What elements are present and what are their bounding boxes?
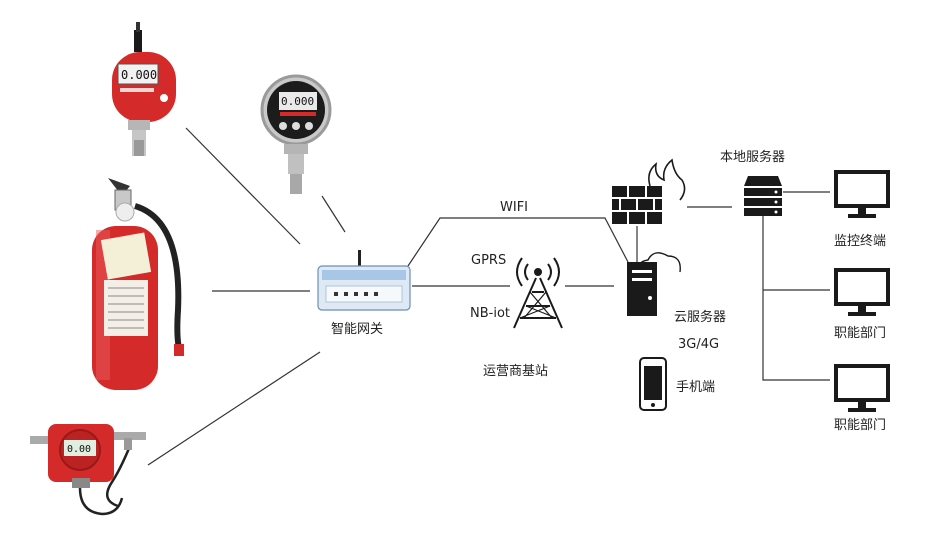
local-server-label: 本地服务器: [720, 150, 786, 165]
wifi-label: WIFI: [500, 200, 528, 215]
smart-gateway-device: [317, 250, 411, 311]
base-station-label: 运营商基站: [483, 364, 549, 379]
pressure-gauge-2: 0.000: [260, 74, 332, 194]
department-2-label: 职能部门: [834, 418, 887, 433]
gas-detector: 0.00: [30, 424, 146, 516]
connection-lines: [147, 127, 830, 466]
line-detector-gateway: [147, 351, 321, 466]
cloud-server-icon: [627, 252, 681, 316]
line-gauge2-gateway: [321, 195, 346, 233]
nbiot-label: NB-iot: [470, 306, 510, 321]
local-server-icon: [744, 176, 782, 216]
svg-text:0.000: 0.000: [121, 68, 157, 82]
mobile-label: 手机端: [676, 380, 716, 395]
monitor-terminal-icon: [834, 170, 890, 218]
monitor-terminal-label: 监控终端: [834, 234, 887, 249]
gprs-label: GPRS: [471, 253, 507, 268]
department-2-monitor-icon: [834, 364, 890, 412]
line-wifi: [407, 217, 629, 267]
department-1-label: 职能部门: [834, 326, 887, 341]
svg-text:0.000: 0.000: [281, 95, 314, 108]
gateway-label: 智能网关: [331, 322, 384, 337]
mobile-phone-icon: [639, 357, 667, 411]
line-local-dept2: [762, 214, 830, 381]
fire-extinguisher: [92, 178, 184, 390]
cloud-server-label: 云服务器: [674, 310, 727, 325]
firewall-icon: [612, 158, 686, 224]
line-gauge1-gateway: [185, 127, 301, 245]
base-station-icon: [513, 257, 563, 329]
department-1-monitor-icon: [834, 268, 890, 316]
network-label: 3G/4G: [678, 337, 720, 352]
pressure-gauge-1: 0.000: [112, 22, 176, 156]
svg-text:0.00: 0.00: [67, 444, 91, 455]
